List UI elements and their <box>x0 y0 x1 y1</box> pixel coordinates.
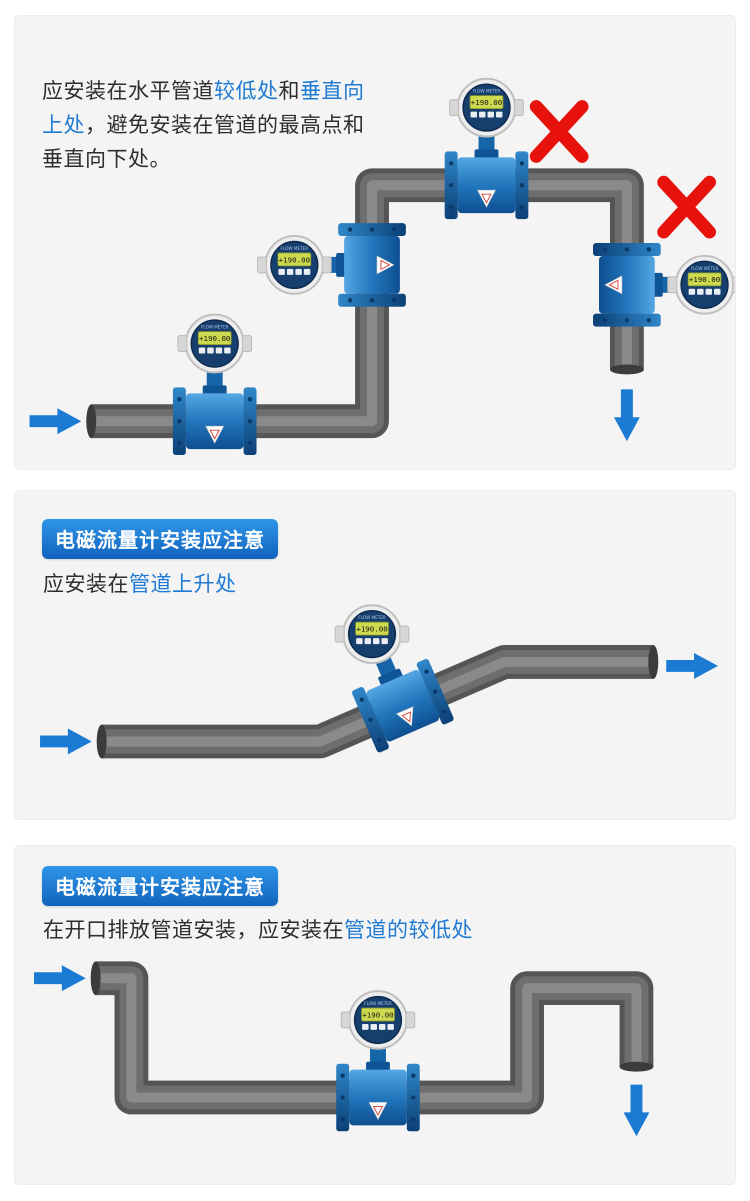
instruction-text: 在开口排放管道安装，应安装在管道的较低处 <box>43 913 723 947</box>
flowmeter-head <box>176 313 253 374</box>
text-highlight: 管道的较低处 <box>344 918 473 942</box>
instruction-text: 应安装在管道上升处 <box>43 567 693 601</box>
pipe-opening <box>619 1061 654 1072</box>
flow-arrow-down <box>613 389 640 442</box>
wrong-mark-icon <box>536 107 582 157</box>
pipe <box>90 961 654 1115</box>
pipe-opening <box>90 961 101 996</box>
flow-arrow-down <box>623 1084 650 1137</box>
flowmeter <box>172 386 257 456</box>
text-segment: 在开口排放管道安装，应安装在 <box>43 918 344 942</box>
flow-arrow-in <box>40 728 92 755</box>
instruction-text: 应安装在水平管道较低处和垂直向上处，避免安装在管道的最高点和垂直向下处。 <box>42 74 376 176</box>
panel-horizontal-vertical-install: 应安装在水平管道较低处和垂直向上处，避免安装在管道的最高点和垂直向下处。 <box>14 15 736 470</box>
flowmeter-head <box>256 235 333 295</box>
flowmeter-head <box>334 604 410 664</box>
flow-arrow-in <box>29 408 82 435</box>
notice-badge: 电磁流量计安装应注意 <box>42 519 278 559</box>
text-segment: 和 <box>278 79 300 103</box>
text-highlight: 较低处 <box>214 79 279 103</box>
text-segment: 应安装在 <box>43 572 129 596</box>
flowmeter-head <box>666 254 735 315</box>
wrong-mark-icon <box>664 182 710 232</box>
pipe-opening <box>609 364 644 375</box>
diagram-rising-pipe <box>40 604 718 759</box>
diagram-pipe-run <box>29 77 735 456</box>
pipe-opening <box>86 404 97 439</box>
pipe-opening <box>96 724 107 759</box>
panel-rising-pipe-install: 电磁流量计安装应注意 应安装在管道上升处 <box>14 490 736 820</box>
flow-arrow-in <box>34 965 86 992</box>
flowmeter <box>335 1063 421 1132</box>
flowmeter <box>592 242 662 328</box>
diagram-low-point-pipe <box>34 961 654 1137</box>
notice-badge: 电磁流量计安装应注意 <box>42 866 278 906</box>
text-highlight: 垂直向上处 <box>42 79 365 137</box>
text-highlight: 管道上升处 <box>129 572 237 596</box>
flowmeter-head <box>448 77 525 138</box>
text-segment: 应安装在水平管道 <box>42 79 214 103</box>
flowmeter <box>444 150 529 220</box>
flow-arrow-out <box>666 653 718 679</box>
text-segment: ，避免安装在管道的最高点和垂直向下处。 <box>42 113 365 171</box>
pipe-opening <box>648 645 659 679</box>
panel-open-discharge-install: 电磁流量计安装应注意 在开口排放管道安装，应安装在管道的较低处 <box>14 845 736 1185</box>
flowmeter <box>337 222 407 308</box>
flowmeter-head <box>340 990 416 1050</box>
